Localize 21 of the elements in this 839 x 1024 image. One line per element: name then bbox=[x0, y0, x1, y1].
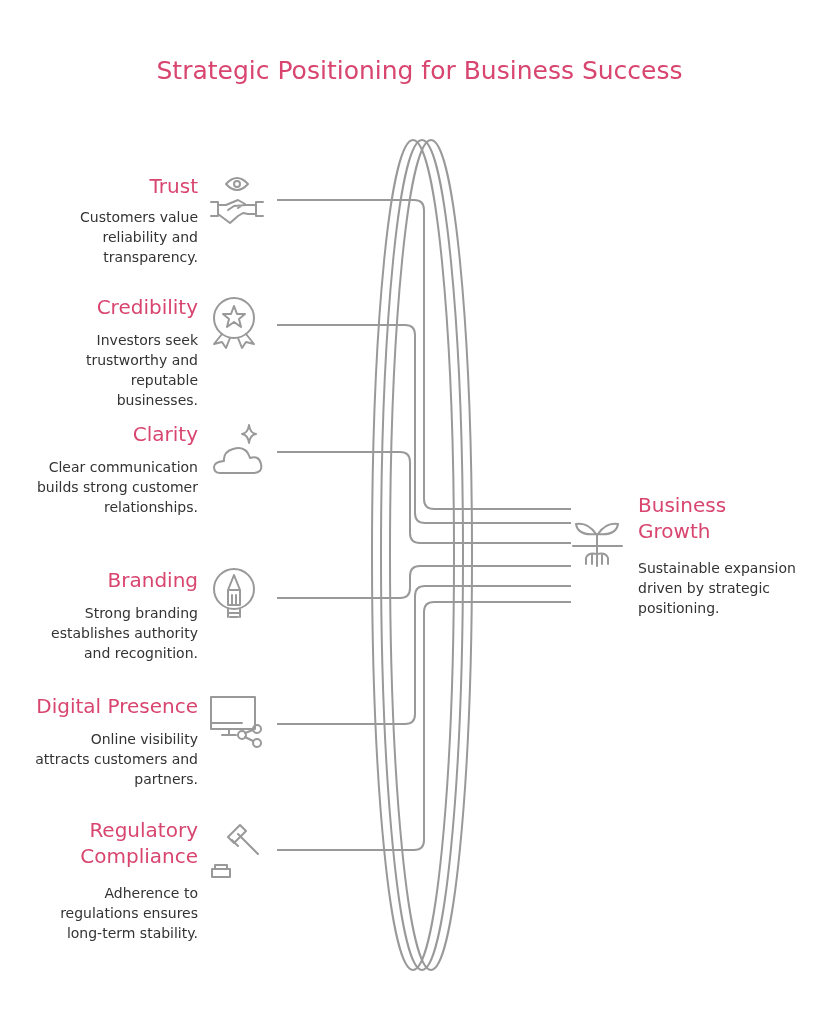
description: Adherence to regulations ensures long-term stability. bbox=[59, 884, 198, 943]
connector-line bbox=[276, 199, 572, 510]
heading: Branding bbox=[106, 567, 198, 593]
title: Strategic Positioning for Business Success bbox=[155, 56, 684, 85]
description: Investors seek trustworthy and reputable businesses. bbox=[84, 331, 198, 410]
connector-line bbox=[276, 451, 572, 544]
connector-line bbox=[276, 585, 572, 725]
connector-line bbox=[276, 601, 572, 851]
connector-line bbox=[276, 565, 572, 599]
heading: Trust bbox=[148, 173, 198, 199]
description: Sustainable expansion driven by strategic positioning. bbox=[638, 559, 797, 618]
description: Online visibility attracts customers and partners. bbox=[34, 730, 198, 789]
heading: Digital Presence bbox=[35, 693, 198, 719]
heading: Clarity bbox=[131, 421, 198, 447]
description: Strong branding establishes authority and recognition. bbox=[50, 604, 198, 663]
heading: Regulatory Compliance bbox=[79, 817, 198, 869]
connector-line bbox=[276, 324, 572, 524]
description: Clear communication builds strong customer relationships. bbox=[35, 458, 198, 517]
heading: Business Growth bbox=[638, 492, 728, 544]
description: Customers value reliability and transparency. bbox=[79, 208, 198, 267]
heading: Credibility bbox=[95, 294, 198, 320]
